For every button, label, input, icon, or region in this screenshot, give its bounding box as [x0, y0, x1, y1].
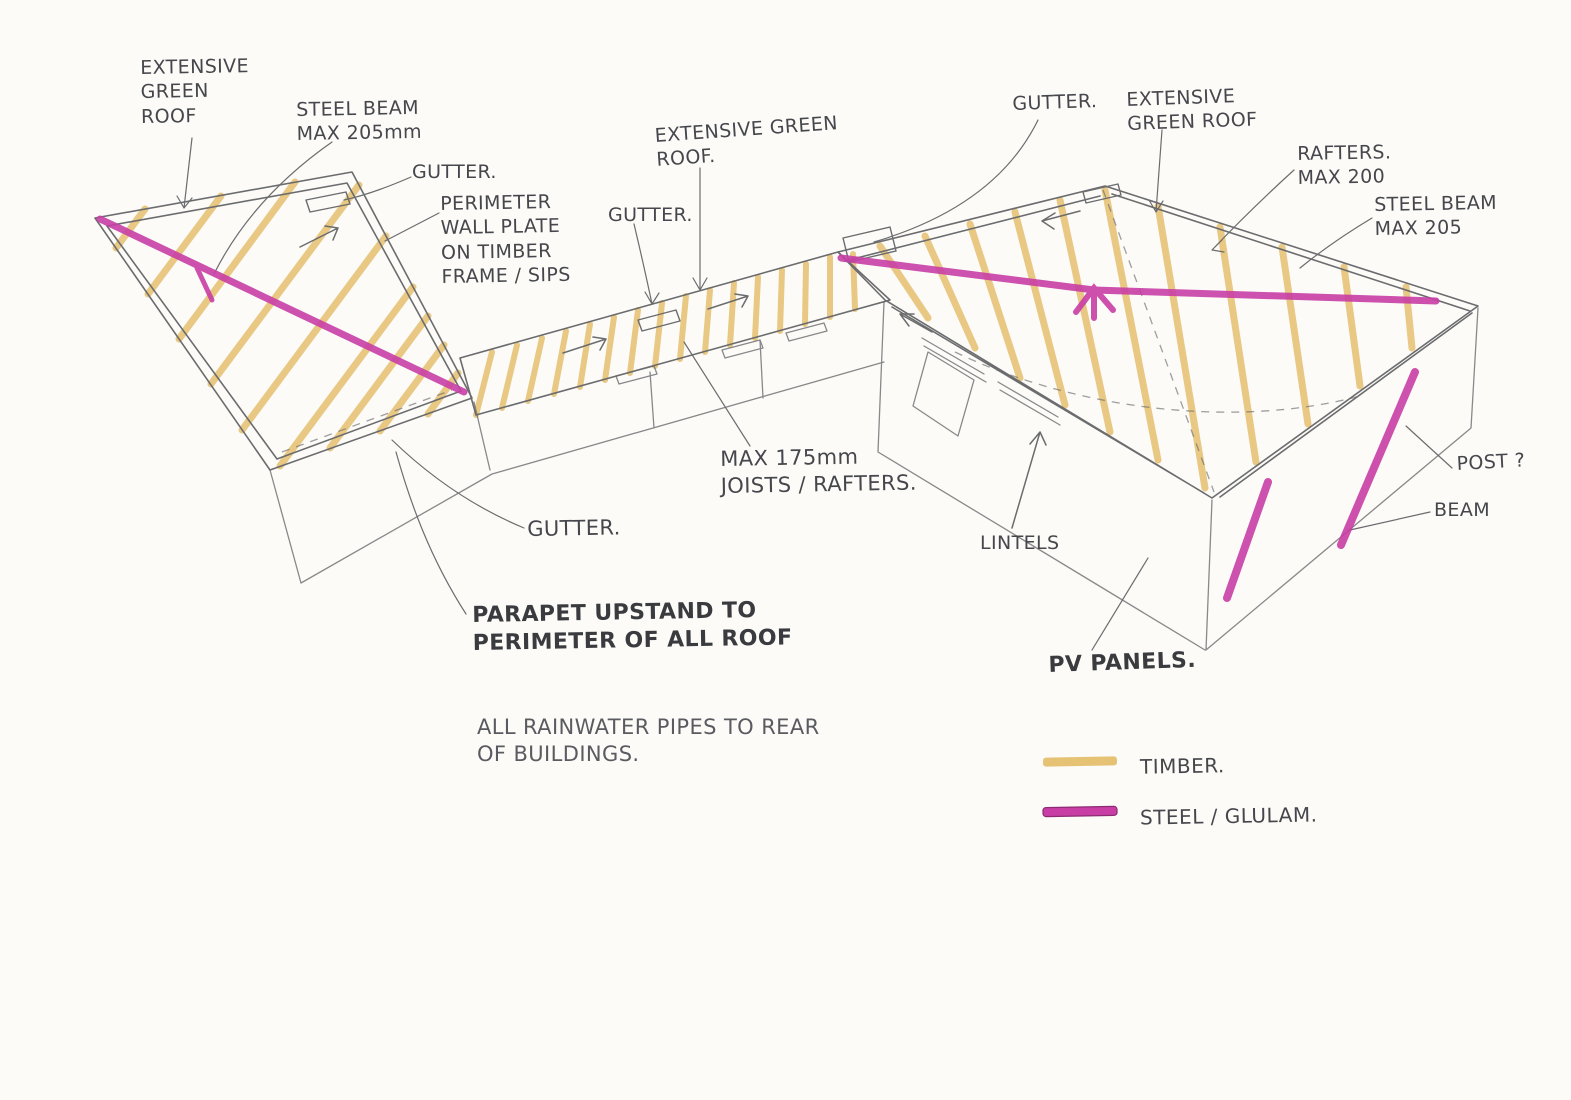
- timber-joist: [727, 280, 737, 348]
- timber-rafter: [1278, 243, 1312, 428]
- lintel-bars: [912, 337, 1061, 437]
- timber-joist: [551, 328, 569, 397]
- timber-joist: [525, 335, 545, 404]
- annotation-green-roof-right: EXTENSIVE GREEN ROOF: [1126, 85, 1258, 136]
- hidden-line: [281, 189, 1361, 493]
- left-roof-timber-rafters: [112, 178, 462, 470]
- annotation-rainwater: ALL RAINWATER PIPES TO REAR OF BUILDINGS…: [477, 715, 820, 766]
- timber-joist: [499, 342, 520, 411]
- right-roof-outline: [837, 185, 1479, 499]
- timber-rafter: [1340, 263, 1364, 390]
- left-steel-beam: [96, 215, 468, 396]
- timber-joist: [652, 300, 665, 369]
- timber-rafter: [112, 205, 149, 252]
- annotation-pv-panels: PV PANELS.: [1048, 647, 1197, 678]
- timber-rafter: [238, 232, 390, 434]
- timber-rafter: [921, 232, 979, 352]
- timber-joist: [602, 314, 617, 383]
- annotation-parapet: PARAPET UPSTAND TO PERIMETER OF ALL ROOF: [472, 598, 793, 657]
- roof-outlines: [94, 171, 1479, 499]
- wall-plate-marks: [615, 322, 828, 385]
- timber-rafter: [1154, 202, 1209, 492]
- annotation-gutter-top-left: GUTTER.: [412, 161, 497, 183]
- dashed-hidden-lines: [281, 189, 1361, 493]
- timber-joist: [850, 251, 858, 312]
- steel-post: [1223, 478, 1272, 602]
- annotation-joists: MAX 175mm JOISTS / RAFTERS.: [720, 444, 918, 498]
- left-beam-tick: [194, 265, 215, 303]
- timber-joist: [702, 287, 713, 355]
- annotation-beam: BEAM: [1434, 499, 1491, 521]
- building-walls: [269, 301, 1479, 651]
- left-roof-outline: [94, 171, 473, 471]
- timber-rafter: [1402, 283, 1416, 352]
- timber-joist: [473, 349, 495, 418]
- timber-joist: [752, 274, 761, 341]
- annotation-gutter-bottom-left: GUTTER.: [527, 515, 621, 541]
- slope-arrow: [299, 210, 1081, 529]
- mid-roof-timber-joists: [473, 251, 858, 418]
- steel-members: [96, 215, 1440, 602]
- leader-lines: [176, 119, 1453, 651]
- legend-timber-swatch: [1042, 756, 1118, 767]
- timber-rafter: [966, 220, 1024, 382]
- legend-steel-swatch: [1042, 805, 1118, 818]
- annotation-green-roof-left: EXTENSIVE GREEN ROOF: [140, 55, 250, 128]
- annotation-steel-beam-left: STEEL BEAM MAX 205mm: [296, 96, 423, 146]
- annotation-steel-beam-right: STEEL BEAM MAX 205: [1374, 191, 1498, 241]
- annotation-gutter-mid: GUTTER.: [608, 204, 693, 226]
- timber-rafter: [326, 312, 432, 452]
- wall-lines: [269, 301, 1479, 651]
- timber-rafter: [175, 178, 299, 343]
- annotation-rafters-right: RAFTERS. MAX 200: [1297, 141, 1392, 190]
- annotation-perimeter-wall-plate: PERIMETER WALL PLATE ON TIMBER FRAME / S…: [440, 191, 571, 288]
- timber-rafter: [1056, 196, 1114, 436]
- legend-label-timber: TIMBER.: [1139, 753, 1225, 779]
- timber-joist: [677, 293, 689, 362]
- right-roof-timber-rafters: [876, 186, 1416, 492]
- gutter-boxes: [305, 183, 1122, 332]
- timber-rafter: [876, 242, 932, 322]
- timber-joist: [777, 267, 785, 334]
- steel-edge-beam: [1337, 368, 1419, 549]
- timber-rafter: [207, 181, 363, 388]
- leader-line: [176, 119, 1453, 651]
- timber-rafter: [1216, 223, 1260, 466]
- timber-rafter: [276, 283, 417, 470]
- timber-rafter: [1101, 186, 1162, 464]
- timber-rafter: [1011, 208, 1069, 409]
- annotation-lintels: LINTELS: [980, 532, 1060, 554]
- annotation-post: POST ?: [1456, 449, 1526, 475]
- timber-rafter: [144, 192, 225, 298]
- mid-roof-outline: [459, 251, 891, 416]
- timber-joist: [627, 307, 641, 376]
- ridge-arrow: [1073, 283, 1116, 321]
- timber-joist: [802, 261, 809, 327]
- annotation-gutter-right: GUTTER.: [1012, 90, 1098, 115]
- timber-joist: [577, 321, 593, 390]
- slope-arrows: [299, 210, 1081, 529]
- legend-label-steel: STEEL / GLULAM.: [1139, 802, 1318, 830]
